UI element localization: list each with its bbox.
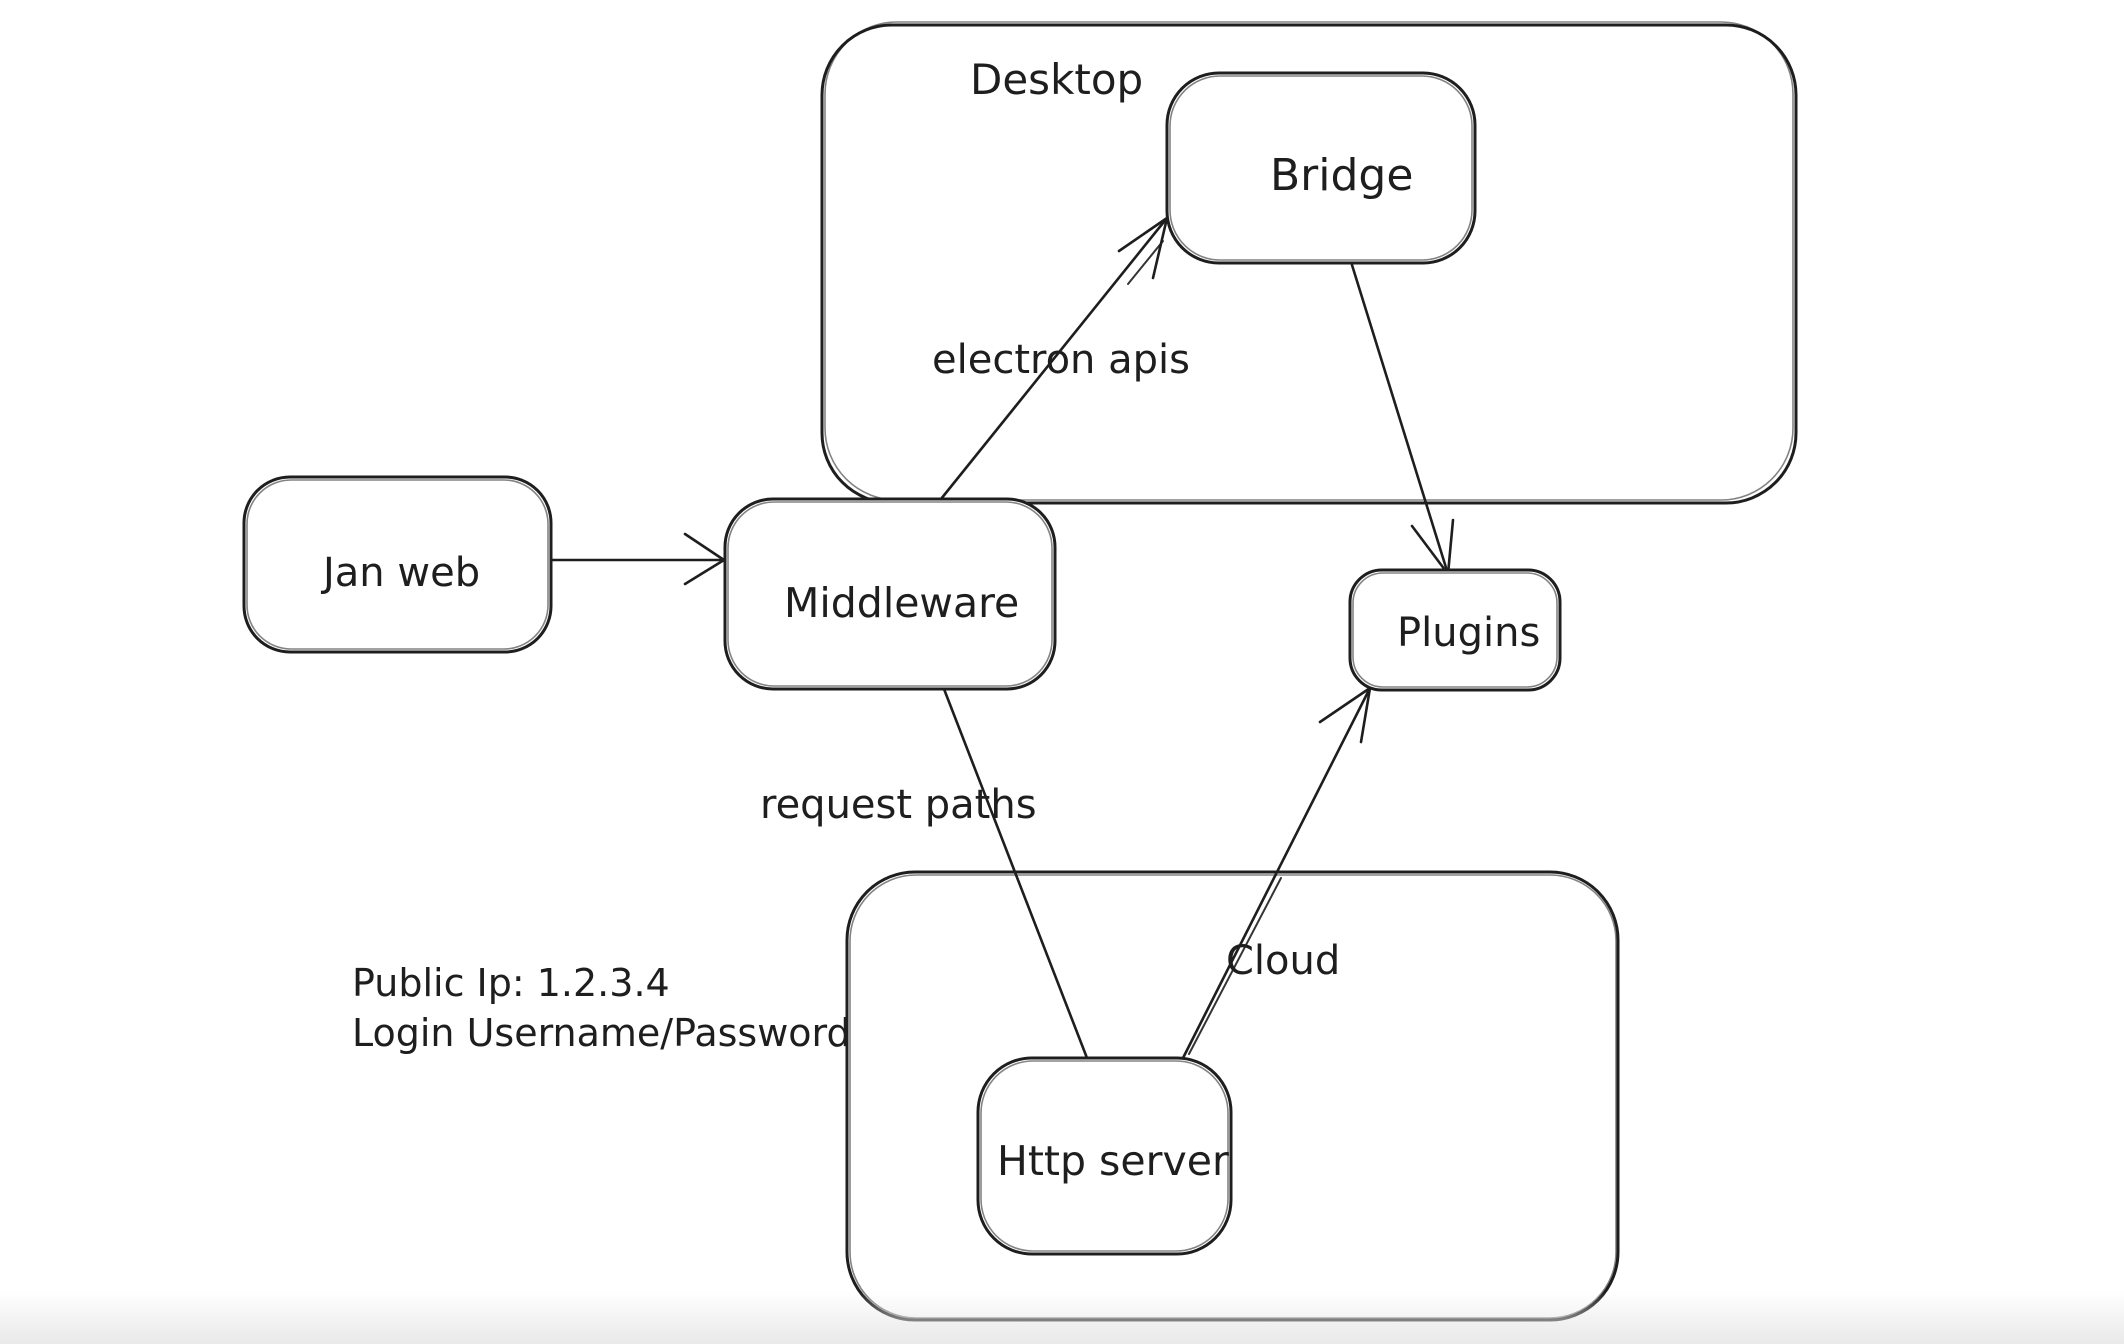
arrow-middleware-to-bridge-line[interactable] <box>939 216 1169 501</box>
jan-web-node-shape[interactable] <box>242 475 553 654</box>
arrow-middleware-to-bridge-overdraw <box>1127 240 1164 285</box>
jan-web-node-sketch-stroke <box>246 479 549 650</box>
http-server-node-shape[interactable] <box>976 1056 1233 1256</box>
arrow-janweb-to-middleware[interactable] <box>549 532 726 586</box>
line-middleware-to-http-server-line[interactable] <box>942 687 1089 1060</box>
arrow-http-server-to-plugins-overdraw <box>1188 877 1282 1055</box>
plugins-node-shape[interactable] <box>1348 568 1562 692</box>
cloud-container[interactable]: Cloud <box>845 870 1620 1322</box>
bridge-node-shape[interactable] <box>1165 71 1477 265</box>
jan-web-node[interactable]: Jan web <box>242 475 553 654</box>
middleware-node-shape[interactable] <box>723 497 1057 691</box>
middleware-node-sketch-stroke <box>727 501 1053 687</box>
desktop-container-shape[interactable] <box>820 23 1798 505</box>
arrow-bridge-to-plugins[interactable] <box>1350 263 1455 576</box>
annotation-login[interactable]: Login Username/Password <box>352 1011 851 1055</box>
http-server-node-sketch-stroke <box>980 1060 1229 1252</box>
cloud-container-label[interactable]: Cloud <box>1226 938 1340 984</box>
arrow-http-server-to-plugins-head <box>1318 686 1372 744</box>
desktop-container-label[interactable]: Desktop <box>970 55 1143 104</box>
bridge-node[interactable]: Bridge <box>1165 71 1477 265</box>
edge-label-electron-apis[interactable]: electron apis <box>932 337 1190 383</box>
plugins-node-sketch-stroke <box>1352 572 1558 688</box>
bridge-node-sketch-stroke <box>1169 75 1473 261</box>
arrow-bridge-to-plugins-line[interactable] <box>1350 263 1450 576</box>
edge-label-request-paths[interactable]: request paths <box>760 782 1037 828</box>
arrow-http-server-to-plugins-line[interactable] <box>1181 686 1372 1060</box>
bridge-node-label[interactable]: Bridge <box>1270 150 1413 201</box>
annotation-public-ip[interactable]: Public Ip: 1.2.3.4 <box>352 961 670 1005</box>
jan-web-node-label[interactable]: Jan web <box>320 550 480 596</box>
http-server-node[interactable]: Http server <box>976 1056 1233 1256</box>
desktop-container[interactable]: Desktop <box>820 21 1798 505</box>
plugins-node-label[interactable]: Plugins <box>1397 610 1540 656</box>
middleware-node-label[interactable]: Middleware <box>784 579 1019 627</box>
line-middleware-to-http-server[interactable] <box>942 687 1089 1060</box>
plugins-node[interactable]: Plugins <box>1348 568 1562 692</box>
middleware-node[interactable]: Middleware <box>723 497 1057 691</box>
annotation-credentials[interactable]: Public Ip: 1.2.3.4 Login Username/Passwo… <box>352 961 851 1055</box>
http-server-node-label[interactable]: Http server <box>997 1137 1229 1185</box>
desktop-container-sketch-stroke <box>824 21 1794 501</box>
